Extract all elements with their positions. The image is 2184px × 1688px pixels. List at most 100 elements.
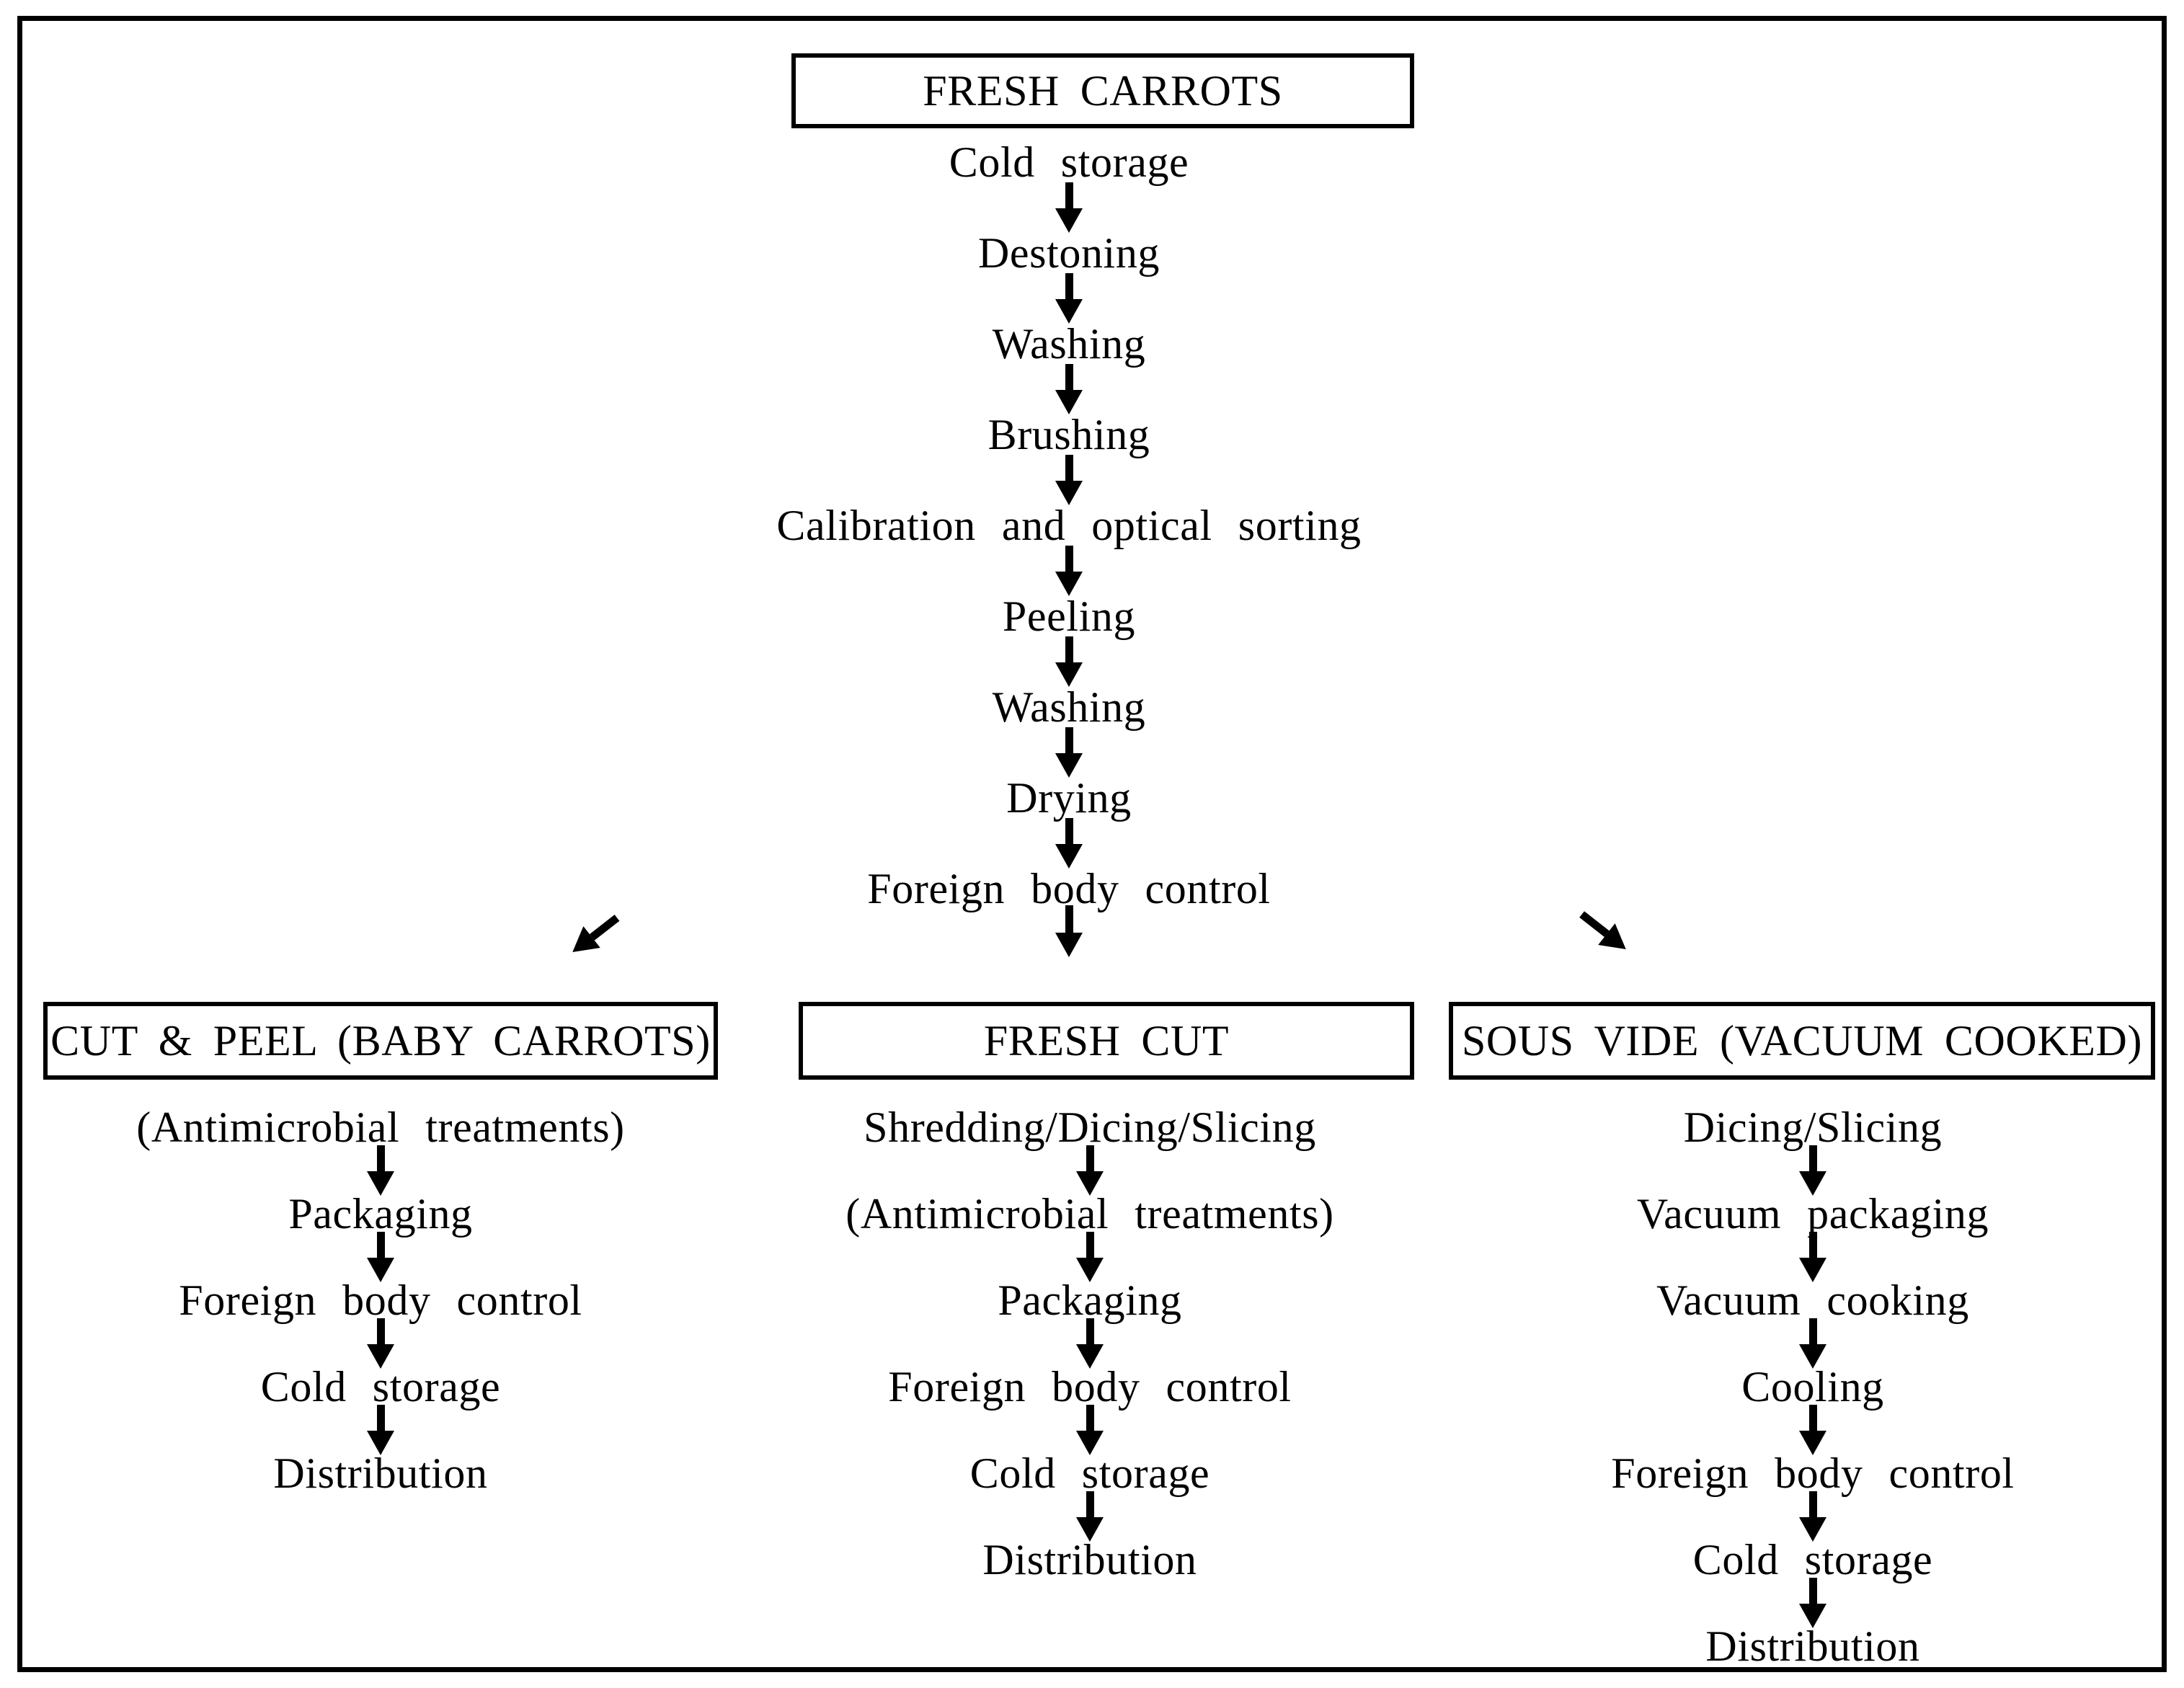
process-step: Distribution [982,1536,1197,1583]
arrow-down-icon [1076,1232,1104,1282]
process-step: Packaging [288,1190,473,1238]
arrow-shaft [1808,1232,1817,1258]
arrow-shaft [1065,182,1073,208]
arrow-head [1799,1517,1826,1542]
arrow-shaft [1808,1318,1817,1344]
arrow-down-icon [1055,905,1083,957]
arrow-head [1055,933,1083,957]
arrow-head [1055,299,1083,324]
arrow-head [1055,390,1083,414]
arrow-shaft [1065,364,1073,390]
arrow-down-icon [1799,1232,1826,1282]
process-step: Vacuum packaging [1636,1190,1989,1238]
process-step: Vacuum cooking [1656,1276,1969,1324]
arrow-shaft [1808,1491,1817,1517]
arrow-head [367,1344,394,1369]
branch-header-label: SOUS VIDE (VACUUM COOKED) [1461,1016,2143,1065]
process-step: Cooling [1741,1363,1884,1411]
process-step: (Antimicrobial treatments) [136,1103,625,1151]
arrow-head [1799,1604,1826,1628]
process-step: Destoning [977,229,1160,277]
process-step: Foreign body control [888,1363,1292,1411]
arrow-shaft [376,1145,385,1171]
process-step: Foreign body control [179,1276,582,1324]
branch-header-cut-peel: CUT & PEEL (BABY CARROTS) [43,1002,718,1080]
process-step: Foreign body control [867,865,1271,912]
arrow-down-icon [1055,273,1083,324]
arrow-shaft [376,1232,385,1258]
arrow-shaft [1065,636,1073,662]
arrow-down-icon [1799,1491,1826,1542]
arrow-shaft [1065,455,1073,481]
arrow-shaft [376,1405,385,1431]
process-step: (Antimicrobial treatments) [845,1190,1334,1238]
branch-chain-fresh-cut: Shredding/Dicing/Slicing (Antimicrobial t… [782,1098,1398,1589]
arrow-head [1055,208,1083,233]
arrow-down-icon [1055,455,1083,505]
root-box-label: FRESH CARROTS [923,66,1283,115]
branch-header-sous-vide: SOUS VIDE (VACUUM COOKED) [1449,1002,2155,1080]
arrow-down-icon [1076,1491,1104,1542]
arrow-down-icon [367,1232,394,1282]
process-step: Cold storage [260,1363,501,1411]
arrow-shaft [1808,1145,1817,1171]
process-step: Washing [992,320,1146,368]
arrow-head [1076,1517,1104,1542]
arrow-down-icon [1076,1318,1104,1369]
arrow-down-icon [1055,364,1083,414]
arrow-head [1799,1171,1826,1196]
process-step: Brushing [987,411,1150,458]
arrow-head [1055,753,1083,778]
arrow-down-icon [1799,1145,1826,1196]
arrow-shaft [1065,273,1073,299]
arrow-shaft [1065,905,1073,933]
arrow-down-icon [1076,1405,1104,1455]
arrow-down-icon [367,1145,394,1196]
branch-header-label: FRESH CUT [983,1016,1230,1065]
arrow-shaft [1086,1491,1094,1517]
arrow-head [1076,1171,1104,1196]
process-step: Shredding/Dicing/Slicing [864,1103,1316,1151]
arrow-down-icon [1055,636,1083,687]
outer-frame [17,16,2167,1672]
process-step: Distribution [1705,1622,1920,1670]
process-step: Foreign body control [1611,1449,2015,1497]
arrow-shaft [376,1318,385,1344]
arrow-head [1076,1344,1104,1369]
arrow-shaft [1086,1318,1094,1344]
arrow-shaft [1065,727,1073,753]
arrow-down-icon [1055,727,1083,778]
arrow-down-icon [1055,546,1083,596]
arrow-down-icon [1055,818,1083,869]
arrow-shaft [1808,1578,1817,1604]
arrow-down-icon [367,1405,394,1455]
arrow-down-icon [1799,1318,1826,1369]
process-step: Packaging [998,1276,1182,1324]
process-step: Distribution [273,1449,488,1497]
process-step: Dicing/Slicing [1683,1103,1943,1151]
process-step: Cold storage [969,1449,1210,1497]
arrow-down-icon [367,1318,394,1369]
arrow-shaft [1086,1145,1094,1171]
arrow-down-icon [1799,1405,1826,1455]
arrow-shaft [1065,546,1073,572]
arrow-shaft [1579,911,1610,938]
arrow-shaft [1086,1405,1094,1431]
arrow-head [1076,1258,1104,1282]
arrow-head [1799,1431,1826,1455]
arrow-head [367,1258,394,1282]
arrow-down-icon [1799,1578,1826,1628]
arrow-down-icon [1055,182,1083,233]
arrow-head [367,1171,394,1196]
arrow-head [1055,481,1083,505]
arrow-shaft [1808,1405,1817,1431]
root-box-fresh-carrots: FRESH CARROTS [791,53,1414,128]
arrow-head [367,1431,394,1455]
arrow-head [1055,844,1083,869]
process-step: Cold storage [1692,1536,1933,1583]
arrow-head [1055,572,1083,596]
